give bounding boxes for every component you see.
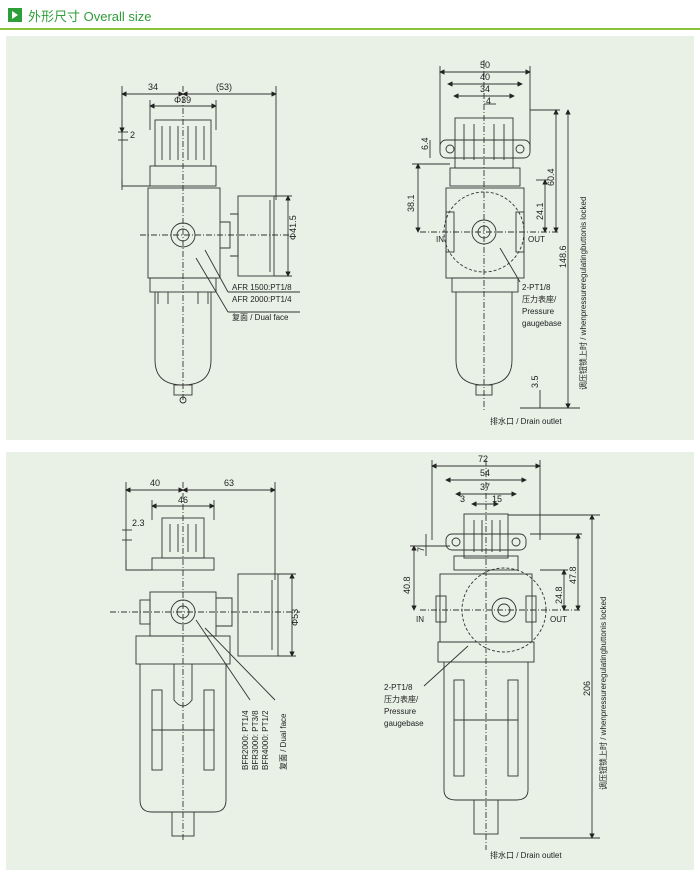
- dim-54: 54: [480, 468, 490, 478]
- ports-label-b: BFR3000: PT3/8: [251, 710, 260, 770]
- dim-40: 40: [150, 478, 160, 488]
- dim-24-8: 24.8: [554, 586, 564, 604]
- drain-label: 排水口 / Drain outlet: [490, 850, 562, 860]
- pressure-label-c: Pressure: [522, 307, 555, 316]
- diagram-panel-bottom: [6, 452, 694, 870]
- dim-7: 7: [416, 547, 426, 552]
- header-divider: [0, 28, 700, 30]
- out-label: OUT: [528, 235, 545, 244]
- dim-24-1: 24.1: [535, 202, 545, 220]
- dim-34: 34: [148, 82, 158, 92]
- out-label: OUT: [550, 615, 567, 624]
- dim-2: 2: [130, 130, 135, 140]
- pressure-label-a: 2-PT1/8: [384, 683, 413, 692]
- pressure-label-b: 压力表座/: [522, 294, 557, 304]
- pressure-label-a: 2-PT1/8: [522, 283, 551, 292]
- diagram-panel-top: [6, 36, 694, 440]
- figure-afr-side: [412, 60, 580, 410]
- ports-label-a: BFR2000: PT1/4: [241, 710, 250, 770]
- dim-148-6: 148.6: [558, 245, 568, 268]
- dim-206: 206: [582, 681, 592, 696]
- section-header: 外形尺寸 Overall size: [0, 0, 700, 30]
- pressure-label-c: Pressure: [384, 707, 417, 716]
- pressure-label-d: gaugebase: [522, 319, 562, 328]
- dim-38-1: 38.1: [406, 194, 416, 212]
- dim-3: 3: [460, 494, 465, 504]
- dim-50: 50: [480, 60, 490, 70]
- dim-37: 37: [480, 482, 490, 492]
- in-label: IN: [436, 235, 444, 244]
- pressure-label-b: 压力表座/: [384, 694, 419, 704]
- dim-6-4: 6.4: [420, 137, 430, 150]
- dim-34: 34: [480, 84, 490, 94]
- drain-label: 排水口 / Drain outlet: [490, 416, 562, 426]
- chevron-right-icon: [8, 8, 22, 22]
- locked-note: 调压钮锁上时 / whenpressureregulatingbuttonis …: [598, 597, 608, 790]
- dim-4: 4: [486, 96, 491, 106]
- dim-40-8: 40.8: [402, 576, 412, 594]
- locked-note: 调压钮锁上时 / whenpressureregulatingbuttonis …: [578, 197, 588, 390]
- figure-afr-side-text: 50 40 34 4 6.4 38.1 60.4 24.1 148.6 3.5 …: [406, 60, 588, 426]
- figure-bfr-front: [110, 482, 300, 840]
- figure-bfr-side-text: 72 54 37 3 15 7 40.8 47.8 24.8 206 IN OU…: [384, 454, 608, 860]
- dual-face-label: 复面 / Dual face: [278, 713, 288, 770]
- dim-39: Φ39: [174, 95, 191, 105]
- dim-3-5: 3.5: [530, 375, 540, 388]
- dim-60-4: 60.4: [546, 168, 556, 186]
- ports-label-c: BFR4000: PT1/2: [261, 710, 270, 770]
- figure-bfr-side: [410, 460, 600, 850]
- figure-afr-front-text: 34 (53) Φ39 2 Φ41.5 AFR 1500:PT1/8 AFR 2…: [130, 82, 298, 322]
- section-title: 外形尺寸 Overall size: [28, 9, 152, 24]
- dim-53: (53): [216, 82, 232, 92]
- ports-label-b: AFR 2000:PT1/4: [232, 295, 292, 304]
- dim-47-8: 47.8: [568, 566, 578, 584]
- dim-72: 72: [478, 454, 488, 464]
- dim-46: 46: [178, 495, 188, 505]
- dim-53: Φ53: [290, 609, 300, 626]
- figure-afr-front: [118, 86, 300, 404]
- dim-2-3: 2.3: [132, 518, 145, 528]
- dim-63: 63: [224, 478, 234, 488]
- dual-face-label: 复面 / Dual face: [232, 312, 289, 322]
- dim-40: 40: [480, 72, 490, 82]
- in-label: IN: [416, 615, 424, 624]
- figure-bfr-front-text: 40 63 46 2.3 Φ53 BFR2000: PT1/4 BFR3000:…: [132, 478, 300, 770]
- dim-15: 15: [492, 494, 502, 504]
- pressure-label-d: gaugebase: [384, 719, 424, 728]
- ports-label-a: AFR 1500:PT1/8: [232, 283, 292, 292]
- dim-41-5: Φ41.5: [288, 215, 298, 240]
